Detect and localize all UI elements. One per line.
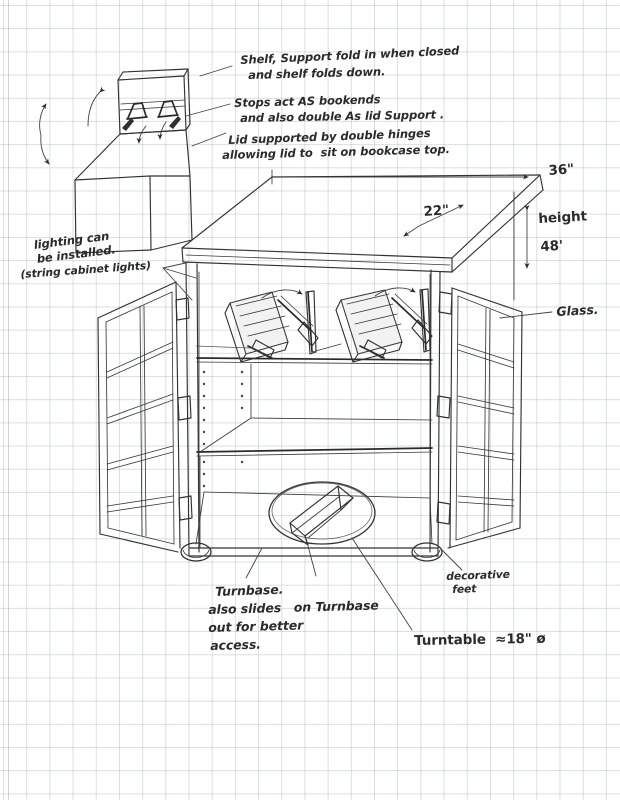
callout-leaders (162, 261, 553, 631)
dimension-height-label: height (538, 208, 588, 227)
decorative-feet (180, 542, 443, 562)
note-turnbase-line3: out for better (208, 617, 304, 635)
interior-shelves (195, 357, 433, 549)
right-glass-door (436, 287, 523, 549)
depth-dimension (403, 204, 464, 237)
top-note-leaders (185, 65, 233, 147)
note-decorative-feet-line1: decorative (446, 567, 511, 583)
note-turnbase-line4: access. (210, 636, 262, 653)
cabinet-carcass (185, 261, 441, 557)
turntable (268, 481, 376, 546)
cabinet-top (181, 174, 544, 273)
note-decorative-feet-line2: feet (452, 582, 477, 596)
lid-detail-inset (39, 68, 193, 254)
left-glass-door (97, 281, 193, 553)
note-turnbase-line1: Turnbase. (215, 581, 284, 599)
dimension-width: 36" (548, 161, 575, 179)
shelf-peg-holes (202, 370, 244, 488)
dimension-height-value: 48' (540, 237, 564, 255)
display-shelf-left (224, 289, 319, 363)
display-shelf-right (311, 287, 433, 363)
paper-margin-line (8, 0, 9, 800)
note-turntable-diameter: Turntable ≈18" ø (414, 630, 546, 649)
dimension-depth: 22" (423, 202, 450, 220)
note-glass: Glass. (556, 301, 599, 319)
height-dimension (513, 191, 530, 301)
